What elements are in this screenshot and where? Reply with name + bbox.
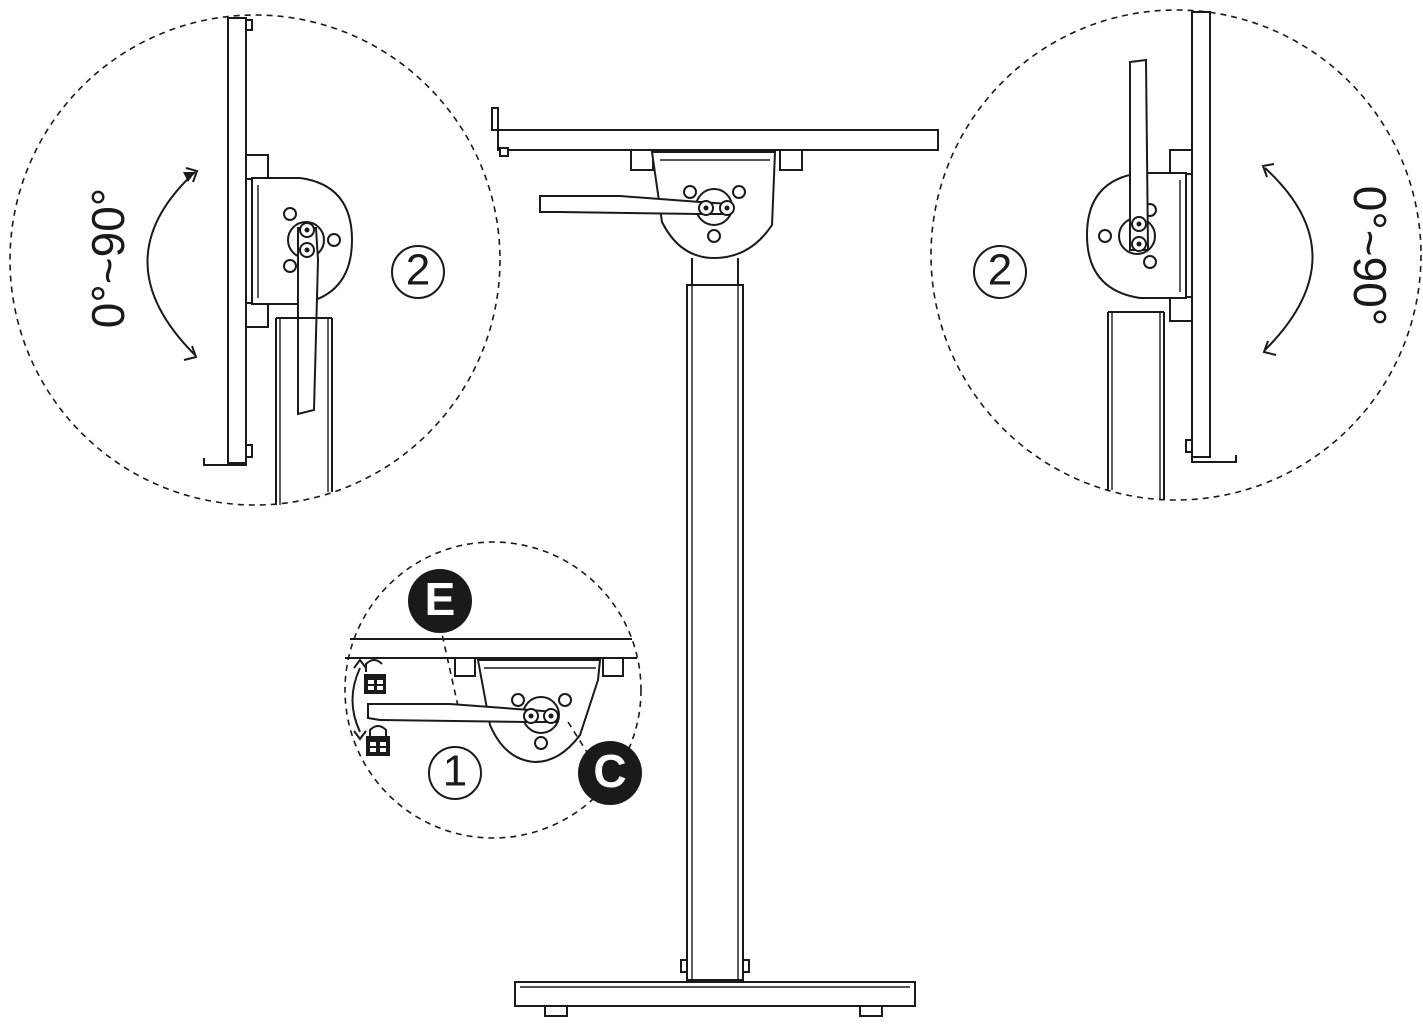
mount-block-right — [779, 149, 803, 171]
mount-block-left — [630, 149, 654, 171]
angle-label-right: 0°~90° — [1344, 186, 1396, 326]
badge-e: E — [408, 569, 472, 633]
step-2-left-number: 2 — [406, 246, 430, 295]
step-1-number: 1 — [443, 747, 467, 796]
step-2-left-marker — [391, 245, 445, 299]
badge-c: C — [578, 741, 642, 805]
step-1-marker — [428, 746, 482, 800]
detail-tilt-left: 0°~90° 2 — [9, 14, 501, 506]
lock-icon — [366, 725, 390, 756]
detail-tilt-right: 0°~90° 2 — [930, 9, 1422, 501]
tabletop — [491, 107, 939, 157]
main-table — [491, 107, 939, 1017]
base — [514, 981, 916, 1017]
detail-lock: 1 — [344, 541, 642, 839]
lock-lever — [539, 195, 735, 216]
angle-label-left: 0°~90° — [82, 188, 134, 328]
badge-c-letter: C — [593, 745, 626, 797]
badge-e-letter: E — [425, 573, 456, 625]
unlock-icon — [364, 659, 386, 694]
column — [680, 258, 750, 981]
step-2-right-number: 2 — [988, 246, 1012, 295]
step-2-right-marker — [973, 245, 1027, 299]
